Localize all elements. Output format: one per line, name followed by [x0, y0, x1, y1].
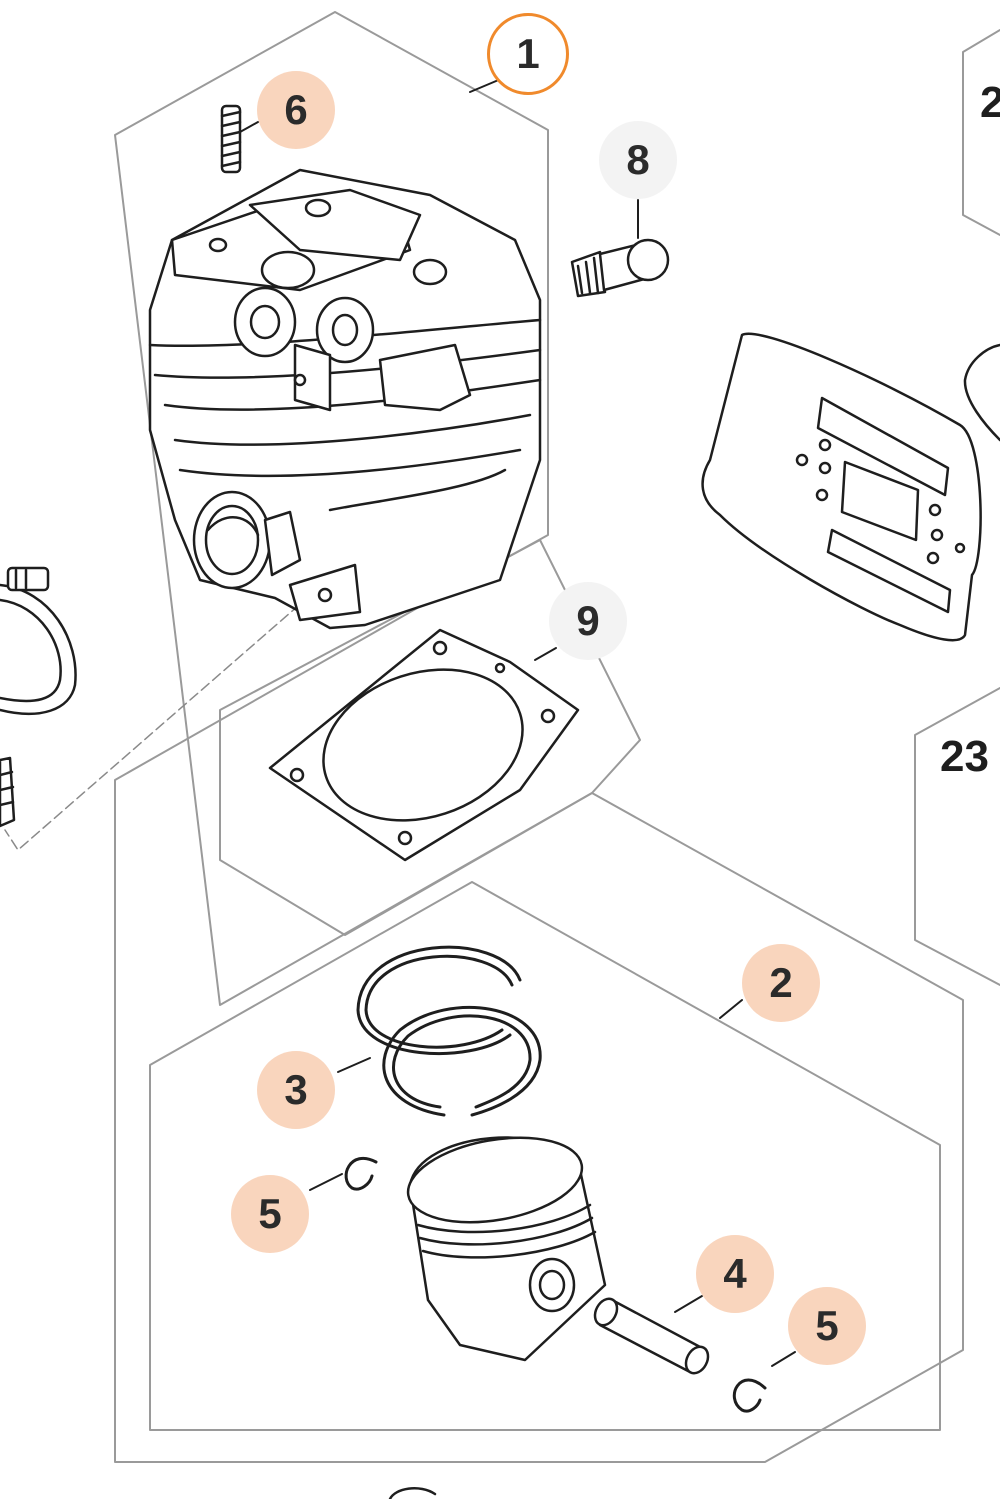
callout-3[interactable]: 3 [257, 1051, 335, 1129]
callout-5-left[interactable]: 5 [231, 1175, 309, 1253]
piston-drawing [406, 1136, 607, 1362]
callout-1[interactable]: 1 [487, 13, 569, 95]
exhaust-gasket-drawing [701, 332, 982, 642]
hose-clamp-drawing [0, 566, 77, 715]
callout-5-right[interactable]: 5 [788, 1287, 866, 1365]
screw-drawing [0, 756, 16, 828]
circlip-right-drawing [732, 1378, 767, 1413]
callout-9[interactable]: 9 [549, 582, 627, 660]
piston-group-outline [149, 881, 941, 1431]
callout-4[interactable]: 4 [696, 1235, 774, 1313]
piston-rings-drawing [356, 945, 542, 1117]
callout-6[interactable]: 6 [257, 71, 335, 149]
callout-8[interactable]: 8 [599, 121, 677, 199]
edge-label-top-right[interactable]: 2 [980, 78, 1000, 127]
muffler-part-drawing [963, 343, 1000, 442]
cylinder-gasket-drawing [268, 628, 580, 862]
edge-label-middle-right[interactable]: 23 [940, 732, 989, 781]
cylinder-drawing [148, 168, 542, 630]
callout-2[interactable]: 2 [742, 944, 820, 1022]
right-group-outline-top [962, 29, 1000, 236]
piston-pin-drawing [593, 1297, 710, 1375]
decompression-valve-drawing [570, 238, 670, 298]
gasket-group-outline [219, 539, 641, 936]
dashed-assembly-line [4, 584, 323, 851]
stud-drawing [220, 104, 242, 174]
bottom-part-drawing [388, 1487, 437, 1499]
right-group-outline-bottom [914, 687, 1000, 986]
circlip-left-drawing [344, 1156, 378, 1191]
